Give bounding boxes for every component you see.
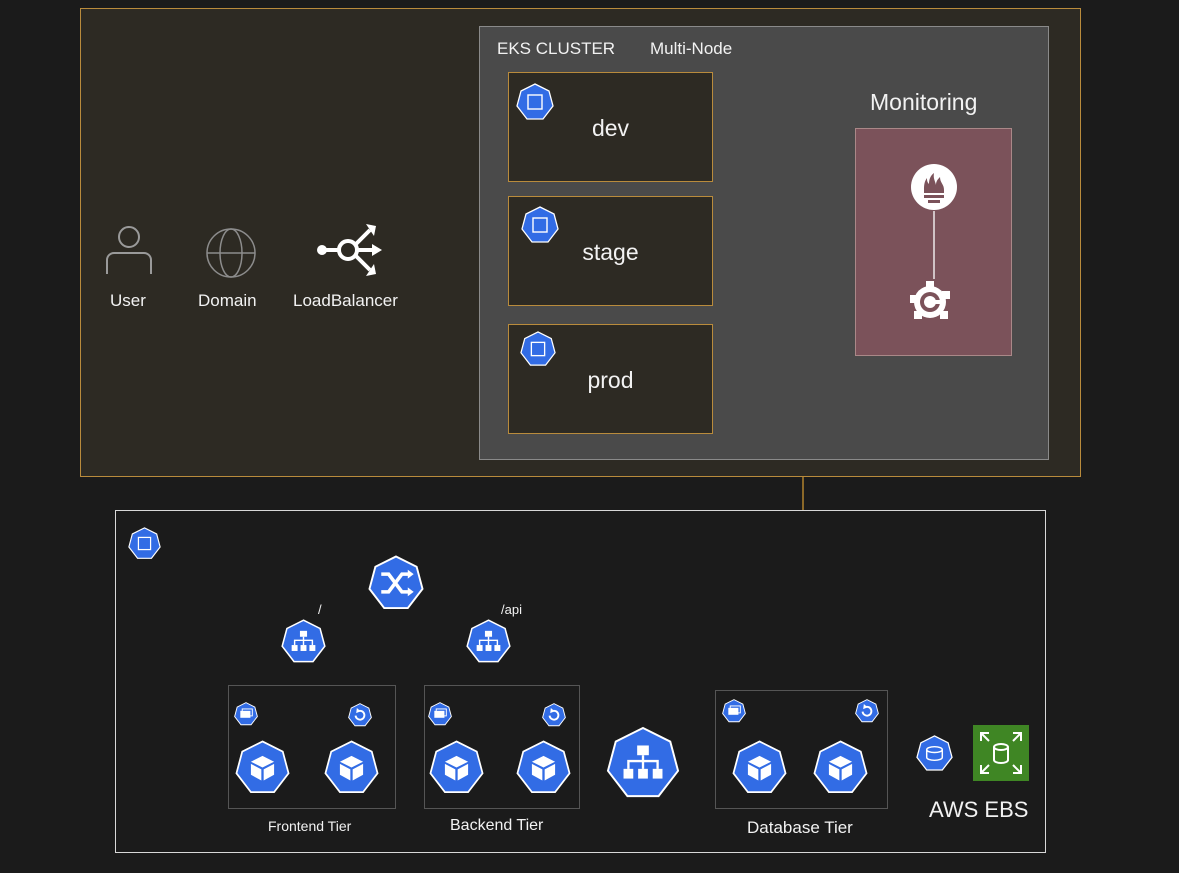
frontend-tier-label: Frontend Tier bbox=[268, 818, 352, 834]
pod-icon bbox=[732, 740, 787, 795]
load-balancer-label: LoadBalancer bbox=[293, 291, 398, 310]
cluster-title: EKS CLUSTER bbox=[497, 39, 616, 58]
statefulset-icon bbox=[722, 699, 746, 723]
persistent-volume-claim-icon bbox=[916, 735, 953, 772]
namespace-icon bbox=[516, 83, 554, 121]
service-icon bbox=[466, 619, 511, 664]
database-tier-label: Database Tier bbox=[747, 818, 853, 837]
hpa-icon bbox=[855, 699, 879, 723]
ingress-path-root: / bbox=[318, 602, 322, 617]
namespace-prod-label: prod bbox=[587, 367, 634, 393]
pod-icon bbox=[813, 740, 868, 795]
prometheus-icon bbox=[910, 163, 958, 211]
database-service-icon bbox=[606, 726, 680, 800]
hpa-icon bbox=[348, 703, 372, 727]
grafana-icon bbox=[906, 277, 954, 325]
load-balancer-icon bbox=[316, 220, 386, 280]
hpa-icon bbox=[542, 703, 566, 727]
pod-icon bbox=[235, 740, 290, 795]
domain-label: Domain bbox=[198, 291, 257, 310]
ingress-path-api: /api bbox=[501, 602, 522, 617]
pod-icon bbox=[516, 740, 571, 795]
monitoring-title: Monitoring bbox=[870, 89, 978, 115]
namespace-icon bbox=[521, 206, 559, 244]
user-label: User bbox=[110, 291, 146, 310]
user-icon bbox=[104, 226, 154, 276]
service-icon bbox=[281, 619, 326, 664]
aws-ebs-label: AWS EBS bbox=[929, 797, 1029, 822]
deployment-icon bbox=[234, 702, 258, 726]
domain-globe-icon bbox=[205, 227, 257, 279]
ingress-icon bbox=[368, 555, 424, 611]
pod-icon bbox=[324, 740, 379, 795]
namespace-icon bbox=[520, 331, 556, 367]
pod-icon bbox=[429, 740, 484, 795]
backend-tier-label: Backend Tier bbox=[450, 817, 544, 834]
aws-ebs-icon bbox=[973, 725, 1029, 781]
deployment-icon bbox=[428, 702, 452, 726]
namespace-icon bbox=[128, 527, 161, 560]
namespace-dev-label: dev bbox=[591, 115, 630, 141]
cluster-subtitle: Multi-Node bbox=[650, 39, 733, 58]
namespace-stage-label: stage bbox=[582, 239, 639, 265]
